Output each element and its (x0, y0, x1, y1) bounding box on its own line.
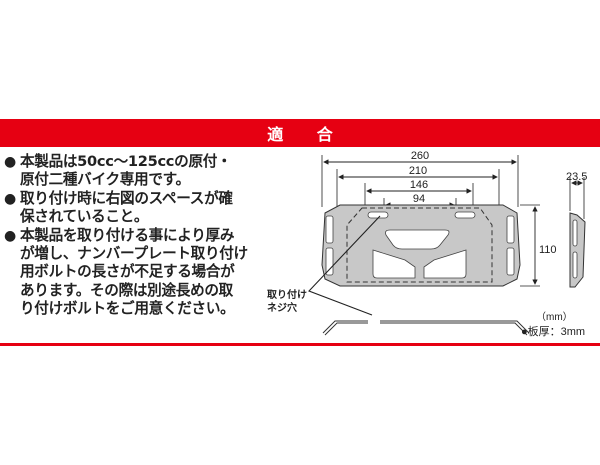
bullet-icon: ● (4, 190, 16, 207)
note-line: 取り付け時に右図のスペースが確 (20, 189, 233, 207)
dim-94-label: 94 (413, 193, 425, 205)
unit-label: （mm） (536, 311, 573, 323)
dim-260-label: 260 (411, 150, 429, 162)
side-view-profile (569, 212, 586, 288)
mounting-hole-right (454, 211, 476, 219)
top-view-bracket (322, 320, 530, 336)
dim-210-label: 210 (409, 165, 427, 177)
bottom-divider (0, 343, 600, 346)
note-line: が増し、ナンバープレート取り付け (20, 245, 248, 263)
note-line: り付けボルトをご用意ください。 (20, 300, 235, 318)
bullet-icon: ● (4, 227, 16, 244)
fitment-notes: ● 本製品は50cc～125ccの原付・ 原付二種バイク専用です。 ● 取り付け… (4, 153, 266, 319)
dim-23-5-label: 23.5 (566, 171, 587, 183)
note-line: 本製品は50cc～125ccの原付・ (20, 153, 232, 170)
fitment-banner: 適 合 (0, 119, 600, 147)
dim-110-label: 110 (539, 244, 557, 256)
note-line: あります。その際は別途長めの取 (20, 281, 233, 299)
license-plate-dashed-outline (346, 207, 493, 283)
dimension-diagram: 260 210 146 94 110 (255, 147, 600, 343)
note-item: ● 本製品を取り付ける事により厚み が増し、ナンバープレート取り付け 用ボルトの… (4, 227, 266, 319)
extension-lines (321, 155, 519, 225)
note-item: ● 取り付け時に右図のスペースが確 保されていること。 (4, 190, 266, 227)
callout-leader-line (308, 215, 381, 316)
callout-label-line1: 取り付け (267, 288, 307, 301)
note-line: 本製品を取り付ける事により厚み (20, 226, 235, 244)
note-item: ● 本製品は50cc～125ccの原付・ 原付二種バイク専用です。 (4, 153, 266, 190)
note-line: 原付二種バイク専用です。 (20, 171, 190, 189)
callout-label-line2: ネジ穴 (267, 301, 297, 314)
thickness-label: ●板厚：3mm (521, 324, 585, 338)
banner-title: 適 合 (267, 125, 347, 144)
note-line: 保されていること。 (20, 208, 149, 226)
mounting-hole-left (367, 211, 389, 219)
bullet-icon: ● (4, 154, 16, 170)
dim-146-label: 146 (410, 179, 428, 191)
note-line: 用ボルトの長さが不足する場合が (20, 263, 235, 281)
